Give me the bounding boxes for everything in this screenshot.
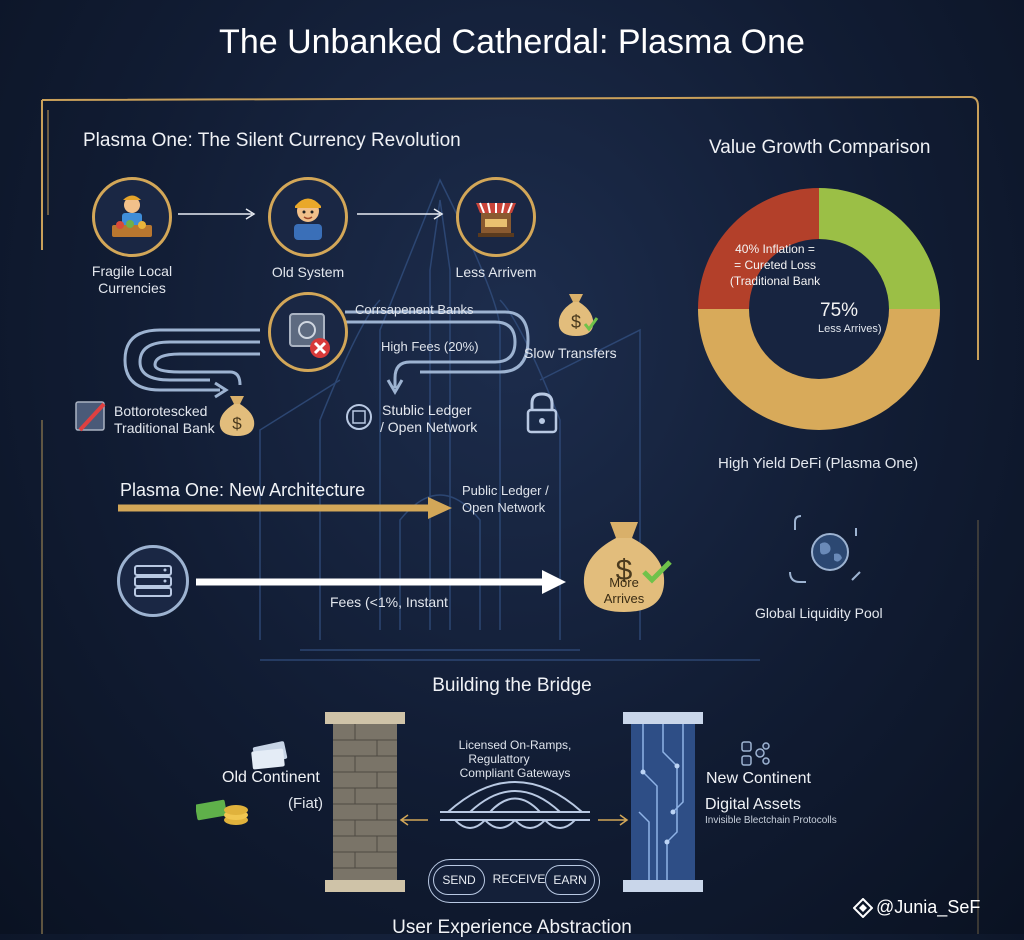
- coins-icon: [195, 796, 254, 828]
- blocked-bank-icon: [74, 398, 108, 434]
- server-icon: [117, 545, 189, 617]
- global-pool-label: Global Liquidity Pool: [755, 605, 883, 621]
- vendor-icon: [92, 177, 172, 257]
- bank-vault-icon: [268, 292, 348, 372]
- less-arrives-label: Less Arrivem: [455, 264, 537, 280]
- chart-center-value: 75%: [820, 300, 859, 321]
- receive-button[interactable]: RECEIVE: [489, 865, 549, 893]
- public-ledger-label-1: Public Ledger /: [462, 483, 549, 498]
- stublic-ledger-label-2: / Open Network: [380, 419, 478, 435]
- money-bag-icon: $: [216, 392, 258, 438]
- fees-label: Fees (<1%, Instant: [330, 594, 448, 610]
- svg-text:$: $: [571, 312, 581, 332]
- stublic-ledger-label-1: Stublic Ledger: [382, 402, 472, 418]
- slow-transfers-label: Slow Transfers: [524, 345, 617, 361]
- licensed-label-2: Regulattory: [468, 752, 530, 766]
- stone-pillar: [325, 712, 405, 892]
- chart-center-label: Less Arrives): [818, 323, 882, 335]
- send-label: SEND: [442, 873, 476, 887]
- digital-assets-label: Digital Assets: [705, 796, 802, 813]
- old-system-label: Old System: [271, 264, 345, 280]
- revolution-title: Plasma One: The Silent Currency Revoluti…: [83, 130, 461, 151]
- trad-bank-label-2: Traditional Bank: [114, 420, 215, 436]
- globe-icon: [808, 530, 852, 574]
- new-continent-label: New Continent: [706, 770, 811, 787]
- architecture-title: Plasma One: New Architecture: [120, 480, 366, 500]
- svg-text:$: $: [616, 554, 633, 587]
- worker-icon: [268, 177, 348, 257]
- diamond-logo-icon: [852, 897, 874, 919]
- fragile-currencies-label-2: Currencies: [98, 280, 166, 296]
- fragile-currencies-label-1: Fragile Local: [91, 263, 173, 279]
- high-fees-label: High Fees (20%): [381, 339, 479, 354]
- page-title: The Unbanked Catherdal: Plasma One: [219, 23, 805, 61]
- send-button[interactable]: SEND: [433, 865, 485, 895]
- donut-chart: [698, 188, 940, 430]
- ledger-seal-icon: [344, 402, 374, 432]
- market-stall-icon: [456, 177, 536, 257]
- trad-bank-label-1: Bottorotescked: [114, 403, 208, 419]
- chart-bottom-label: High Yield DeFi (Plasma One): [718, 455, 919, 472]
- donut-hole: [749, 239, 889, 379]
- licensed-label-1: Licensed On-Ramps,: [458, 738, 572, 752]
- chart-title: Value Growth Comparison: [709, 137, 931, 158]
- cash-icon: [248, 740, 292, 770]
- chart-annotation-red-3: (Traditional Bank: [729, 274, 821, 288]
- arrives-label: Arrives: [603, 591, 645, 606]
- money-bag-large-icon: $: [578, 516, 678, 616]
- earn-button[interactable]: EARN: [545, 865, 595, 895]
- receive-label: RECEIVE: [492, 872, 546, 886]
- earn-label: EARN: [553, 873, 587, 887]
- bridge-title: Building the Bridge: [432, 675, 592, 696]
- money-bag-small-icon: $: [553, 288, 599, 338]
- lock-icon: [522, 390, 562, 438]
- more-label: More: [609, 575, 639, 590]
- network-nodes-icon: [740, 740, 770, 768]
- public-ledger-label-2: Open Network: [462, 500, 546, 515]
- ux-pill-bar: SEND RECEIVE EARN: [428, 859, 600, 903]
- digital-pillar: [623, 712, 703, 892]
- svg-text:$: $: [232, 414, 242, 433]
- old-continent-label: Old Continent: [222, 769, 320, 786]
- correspondent-banks-label: Corrsapenent Banks: [355, 302, 474, 317]
- fiat-label: (Fiat): [288, 795, 323, 812]
- chart-annotation-red-2: = Cureted Loss: [734, 258, 816, 272]
- chart-annotation-red-1: 40% Inflation =: [735, 242, 815, 256]
- watermark-handle: @Junia_SeF: [876, 897, 981, 917]
- ux-abstraction-title: User Experience Abstraction: [392, 917, 632, 938]
- licensed-label-3: Compliant Gateways: [459, 766, 571, 780]
- invisible-protocols-label: Invisible Blectchain Protocolls: [705, 815, 837, 826]
